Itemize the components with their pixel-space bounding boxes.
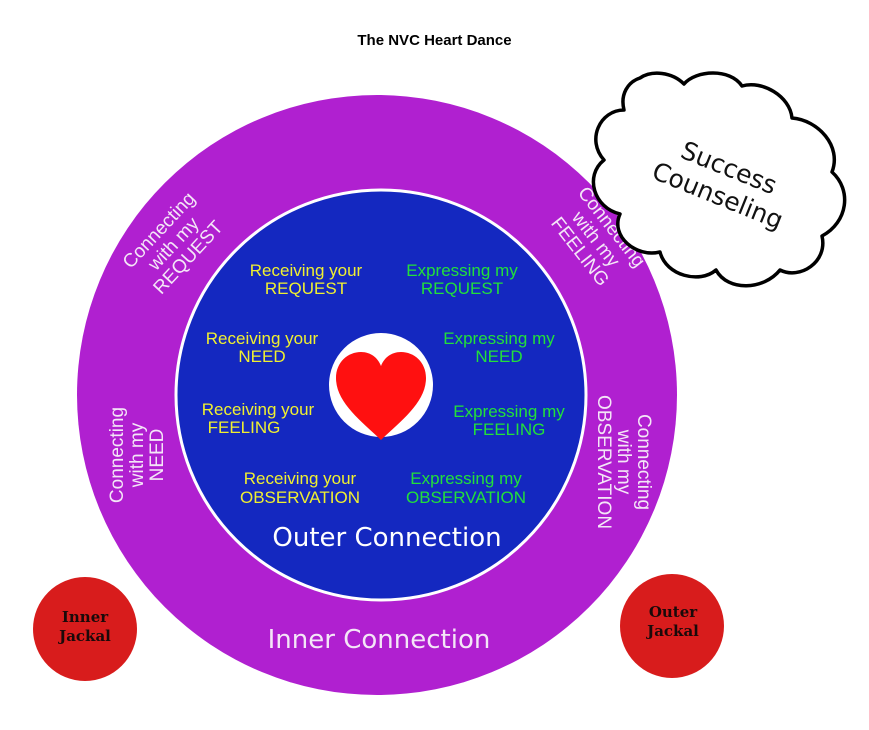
outer-connection-label: Outer Connection (272, 523, 501, 553)
receiving-request-line1: Receiving your (250, 261, 363, 280)
receiving-feeling-line1: Receiving your (202, 400, 315, 419)
receiving-feeling-line2: FEELING (208, 418, 281, 437)
expressing-feeling-line1: Expressing my (453, 402, 565, 421)
inner-connection-label: Inner Connection (268, 625, 491, 655)
outer-jackal-line1: Outer (649, 603, 698, 621)
inner-jackal-badge: Inner Jackal (33, 577, 137, 681)
expressing-need-line1: Expressing my (443, 329, 555, 348)
ring-need-line1: Connecting (107, 407, 128, 503)
expressing-observation-line2: OBSERVATION (406, 488, 526, 507)
expressing-observation-line1: Expressing my (410, 469, 522, 488)
receiving-observation-line1: Receiving your (244, 469, 357, 488)
inner-jackal-line2: Jackal (57, 627, 111, 645)
outer-jackal-line2: Jackal (645, 622, 699, 640)
expressing-feeling-line2: FEELING (473, 420, 546, 439)
heart-icon (329, 333, 433, 440)
receiving-need-line2: NEED (238, 347, 285, 366)
receiving-need-line1: Receiving your (206, 329, 319, 348)
ring-need-line2: with my (127, 422, 148, 488)
expressing-need-line2: NEED (475, 347, 522, 366)
outer-jackal-badge: Outer Jackal (620, 574, 724, 678)
success-counseling-cloud: Success Counseling (591, 71, 847, 288)
receiving-observation-line2: OBSERVATION (240, 488, 360, 507)
ring-observation-line1: Connecting (633, 414, 654, 510)
inner-jackal-line1: Inner (62, 608, 109, 626)
diagram-title: The NVC Heart Dance (357, 32, 512, 49)
expressing-request-line1: Expressing my (406, 261, 518, 280)
receiving-request-line2: REQUEST (265, 279, 347, 298)
ring-need-line3: NEED (147, 429, 168, 482)
ring-observation-line3: OBSERVATION (593, 395, 614, 529)
expressing-request-line2: REQUEST (421, 279, 503, 298)
ring-observation-line2: with my (613, 429, 634, 495)
